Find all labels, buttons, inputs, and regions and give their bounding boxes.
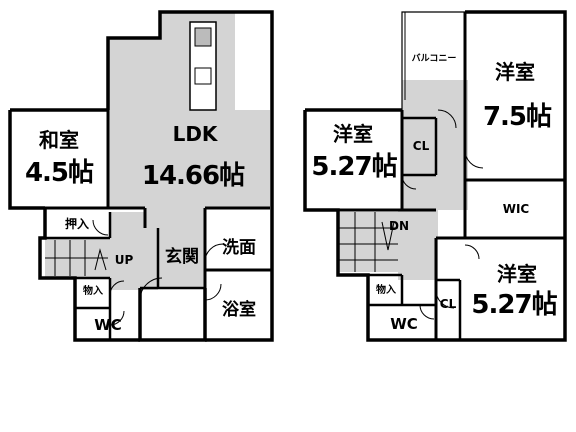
monoire-label-1f: 物入 (83, 286, 103, 297)
stair-floor-2 (338, 212, 398, 272)
door-swing (464, 149, 484, 169)
door-swing (419, 304, 435, 320)
washitsu-name: 和室 (39, 128, 79, 152)
oshiire-label: 押入 (64, 217, 89, 231)
dn-label: DN (388, 219, 409, 233)
door-swing (109, 310, 125, 326)
door-swing (435, 289, 455, 309)
stairs-1f (45, 240, 108, 276)
floor2-plan (303, 10, 567, 342)
youshitsu-ne-name: 洋室 (495, 60, 535, 84)
genkan-label: 玄関 (165, 246, 199, 267)
hall-floor (110, 212, 158, 290)
washitsu-size: 4.5帖 (24, 158, 94, 188)
wic-label: WIC (502, 202, 530, 216)
door-swing (109, 280, 125, 296)
door-swing (204, 283, 222, 301)
door-swing (401, 174, 417, 190)
youshitsu-w-name: 洋室 (333, 122, 373, 146)
balcony-label: バルコニー (411, 53, 457, 64)
kitchen-counter (189, 21, 217, 111)
youshitsu-se-name: 洋室 (497, 262, 537, 286)
ldk-name: LDK (172, 122, 218, 146)
youshitsu-ne-size: 7.5帖 (482, 102, 552, 132)
senmen-label: 洗面 (222, 237, 256, 258)
hall-floor-3 (398, 210, 438, 280)
cl-label-se: CL (439, 297, 457, 311)
floor1-plan (8, 10, 274, 342)
balcony-rail (401, 11, 465, 110)
yokushitsu-label: 浴室 (222, 299, 256, 320)
wc-label-2f: WC (390, 314, 418, 333)
youshitsu-se-size: 5.27帖 (471, 290, 557, 320)
door-swing (464, 244, 480, 260)
wc-label-1f: WC (94, 315, 122, 334)
youshitsu-w-size: 5.27帖 (311, 152, 397, 182)
door-swing (204, 243, 224, 263)
genkan-floor (158, 228, 206, 288)
cl-label-w: CL (412, 139, 430, 153)
ldk-floor (108, 12, 270, 228)
ldk-size: 14.66帖 (141, 161, 245, 191)
up-label: UP (114, 253, 134, 267)
door-swing (437, 109, 457, 129)
stove-icon (194, 27, 212, 47)
stairs-2f (338, 212, 398, 272)
door-swing (92, 219, 109, 236)
door-swing (139, 277, 163, 301)
monoire-label-2f: 物入 (376, 285, 396, 296)
sink-icon (194, 67, 212, 85)
